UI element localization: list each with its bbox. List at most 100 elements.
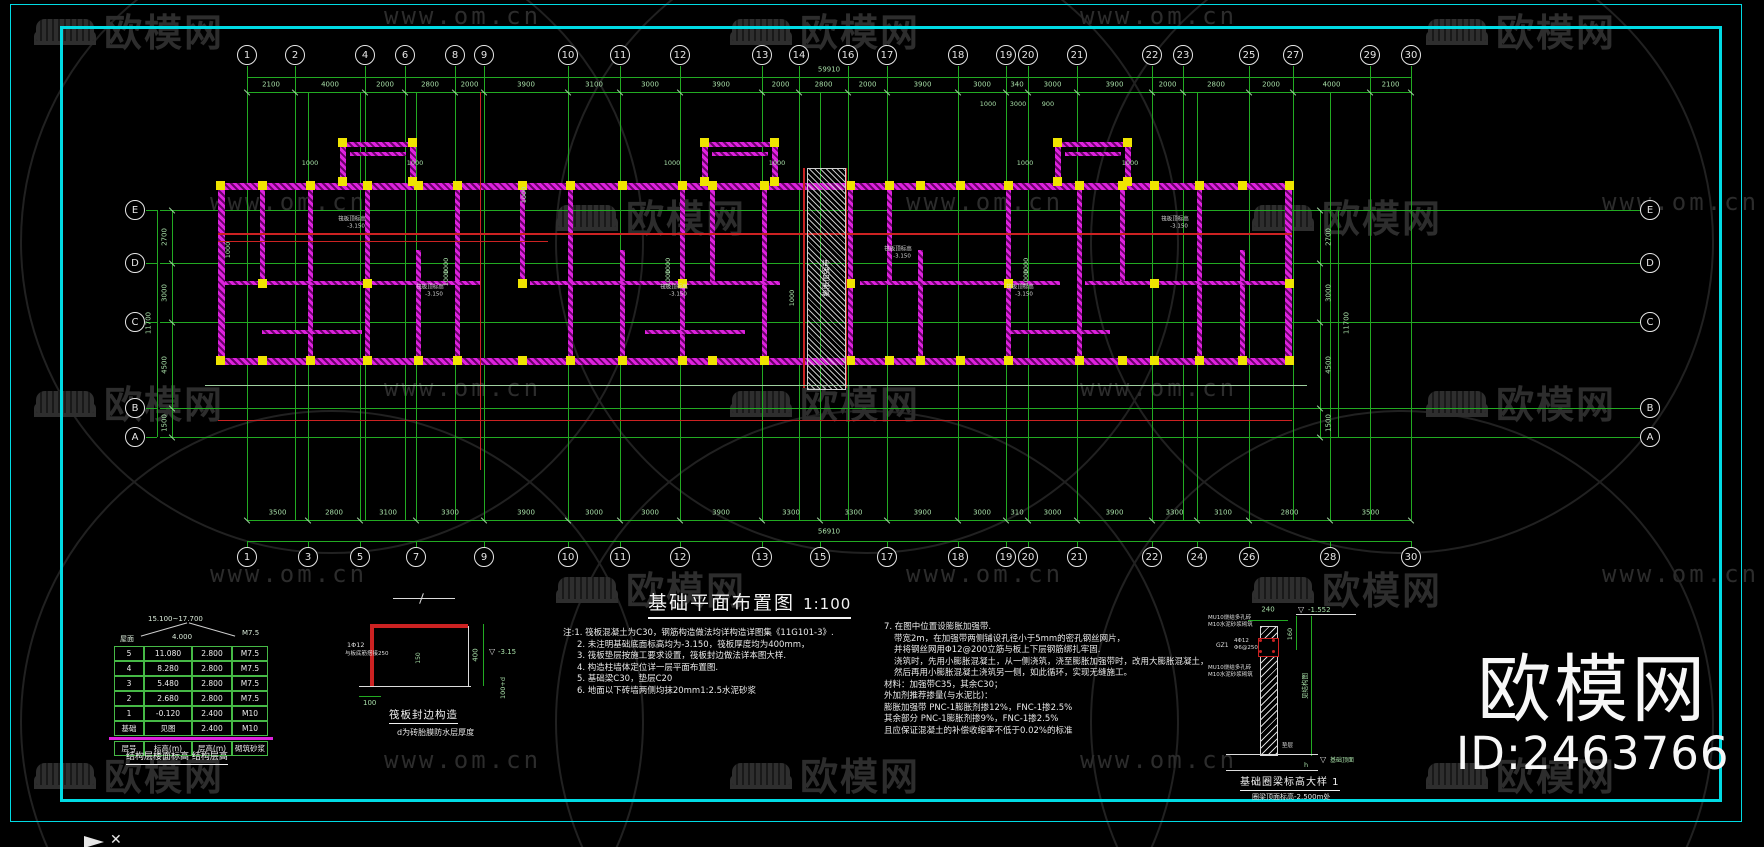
shaft-wall	[1065, 152, 1121, 156]
table-cell: M7.5	[232, 646, 268, 661]
table-divider	[109, 737, 273, 740]
dim-text-bottom: 310	[1010, 508, 1024, 517]
table-cell: -0.120	[144, 706, 192, 721]
see-structure-label: 见结构图	[1300, 673, 1309, 699]
dim-text-bottom: 3300	[441, 508, 459, 517]
axis-stem	[455, 66, 456, 92]
dim-240: 240	[1261, 605, 1275, 614]
axis-bubble-top: 21	[1067, 45, 1087, 65]
plan-elev-label: 筏板顶标高	[416, 284, 444, 291]
dim-line-see	[1311, 616, 1312, 756]
watermark-brand: 欧模网	[732, 374, 920, 429]
table-cell: 层号	[114, 741, 144, 756]
dim-line	[157, 210, 158, 437]
dim-text-right: 1500	[1324, 413, 1333, 432]
column-square	[618, 181, 627, 190]
table-cell: 2.800	[192, 676, 232, 691]
column-square	[408, 177, 417, 186]
column-square	[1053, 177, 1062, 186]
axis-bubble-right: A	[1640, 427, 1660, 447]
table-cell: M7.5	[232, 661, 268, 676]
axis-bubble-bottom: 18	[948, 547, 968, 567]
watermark-url-text: www.om.cn	[1602, 188, 1760, 216]
dim-text-top-sub: 1000	[979, 99, 997, 108]
watermark-url-text: www.om.cn	[1080, 2, 1238, 30]
column-square	[1004, 279, 1013, 288]
watermark-brand: 欧模网	[732, 2, 920, 57]
dim-text-bottom: 3300	[1165, 508, 1184, 517]
axis-stem	[146, 263, 157, 264]
elev-triangle-icon: ▽	[489, 647, 496, 656]
axis-stem	[146, 322, 157, 323]
column-square	[770, 177, 779, 186]
axis-bubble-top: 20	[1018, 45, 1038, 65]
axis-stem	[680, 66, 681, 92]
beam-line-red	[845, 168, 847, 388]
axis-stem	[247, 66, 248, 92]
wall-segment	[710, 188, 715, 283]
dim-text-top: 2000	[771, 80, 790, 89]
axis-bubble-top: 18	[948, 45, 968, 65]
axis-bubble-top: 23	[1173, 45, 1193, 65]
table-cell: M7.5	[232, 691, 268, 706]
column-square	[338, 138, 347, 147]
ucs-x-icon: ✕	[110, 832, 122, 847]
dim-total-bottom: 56910	[817, 527, 841, 536]
roof-grade: M7.5	[242, 629, 260, 637]
sofa-icon	[1428, 18, 1486, 41]
axis-bubble-bottom: 22	[1142, 547, 1162, 567]
plan-dim-text: 1000	[663, 158, 681, 167]
axis-bubble-top: 2	[285, 45, 305, 65]
wall-segment	[1085, 281, 1285, 285]
notes-left: 注:1. 筏板混凝土为C30，钢筋构造做法均详构造详图集《11G101-3》.2…	[563, 628, 834, 697]
plan-elev-label: 筏板顶标高	[338, 216, 366, 223]
grid-line-vertical	[484, 92, 485, 520]
table-cell: 3	[114, 676, 144, 691]
dim-text-right: 2700	[1324, 227, 1333, 246]
axis-stem	[620, 66, 621, 92]
wall-segment	[918, 250, 923, 358]
watermark-url: www.om.cn	[1080, 374, 1237, 402]
dim-total-top: 59910	[817, 65, 841, 74]
slab-bottom-line	[359, 686, 471, 687]
grid-line-vertical	[405, 92, 406, 520]
watermark-url: www.om.cn	[210, 560, 367, 588]
ucs-arrow-icon	[84, 836, 104, 847]
note-line: 2. 未注明基础底面标高均为-3.150，筏板厚度均为400mm，	[577, 639, 810, 650]
dim-text-top: 2000	[1262, 80, 1280, 89]
dim-160: 160	[1285, 627, 1294, 641]
column-square	[678, 279, 687, 288]
column-square	[453, 356, 462, 365]
axis-bubble-left: C	[125, 312, 145, 332]
beam-line-red	[803, 168, 805, 388]
dim-text-top: 2000	[376, 80, 394, 89]
watermark-brand-text: 欧模网	[800, 383, 921, 427]
column-square	[258, 181, 267, 190]
axis-stem	[848, 66, 849, 92]
sofa-icon	[1428, 390, 1486, 413]
brick-label-1: MU10烧结多孔砖	[1208, 615, 1252, 621]
note-line: 其余部分 PNC-1膨胀剂掺9%，FNC-1掺2.5%	[884, 714, 1059, 724]
table-cell: M10	[232, 721, 268, 736]
wall-segment	[1197, 188, 1202, 358]
dim-text-top: 2000	[460, 80, 479, 89]
axis-bubble-top: 27	[1283, 45, 1303, 65]
plan-dim-text: 1000	[1121, 158, 1139, 167]
watermark-brand-text: 欧模网	[1496, 383, 1617, 427]
axis-bubble-top: 25	[1239, 45, 1259, 65]
watermark-url: www.om.cn	[384, 374, 541, 402]
drawing-title: 基础平面布置图 1:100	[648, 588, 852, 619]
gz-label: GZ1	[1216, 642, 1229, 649]
note-line: 3. 筏板垫层按施工要求设置，筏板封边做法详本图大样.	[577, 651, 787, 661]
gz-rebar-label: 4Φ12	[1234, 638, 1249, 644]
dim-text-left: 2700	[160, 227, 169, 246]
column-square	[846, 279, 855, 288]
dim-line	[247, 92, 1411, 93]
grid-line-vertical	[1183, 92, 1184, 520]
axis-bubble-top: 19	[996, 45, 1016, 65]
shaft-wall	[340, 142, 416, 147]
table-cell: 2.400	[192, 706, 232, 721]
axis-bubble-left: E	[125, 200, 145, 220]
